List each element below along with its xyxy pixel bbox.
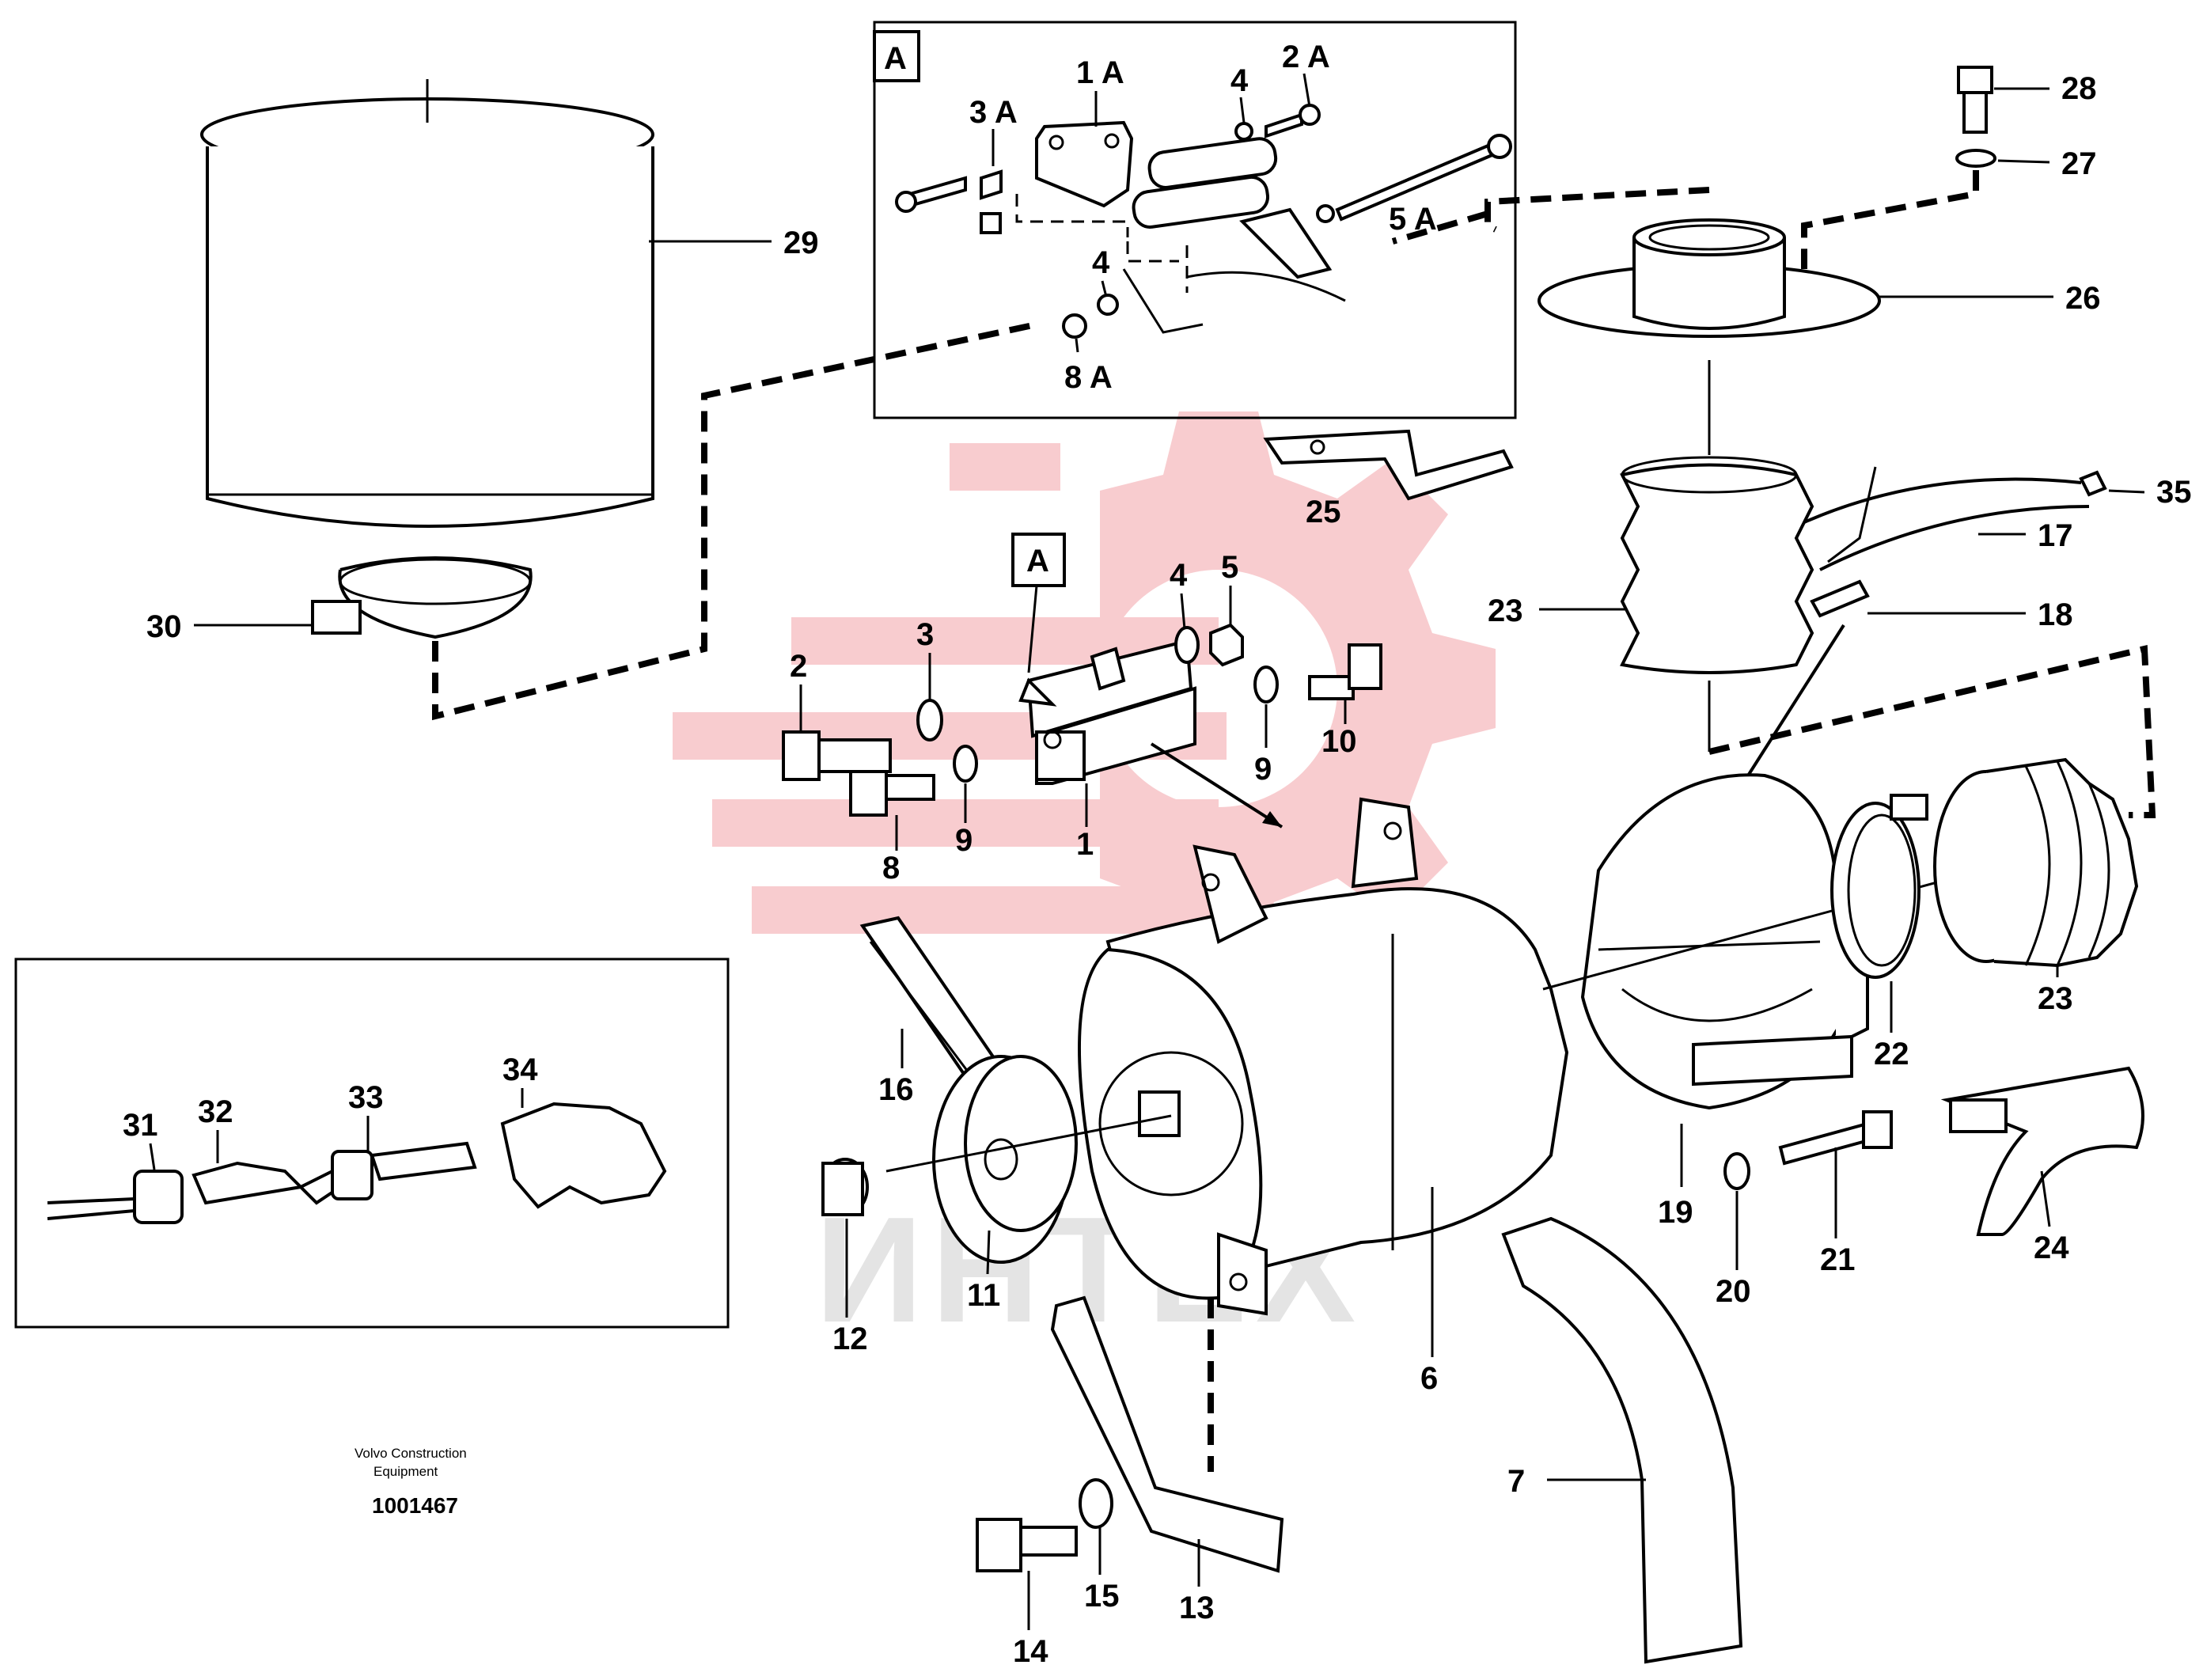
part-23-bellows-top: [1620, 456, 1814, 674]
company-line-2: Equipment: [373, 1464, 438, 1479]
part-35-clip: [2079, 470, 2107, 497]
label-15: 15: [1084, 1579, 1120, 1614]
part-24-strap: [1940, 1066, 2144, 1236]
part-7-strap: [1501, 1216, 1743, 1664]
label-32: 32: [198, 1094, 233, 1129]
part-17-cable: [1803, 466, 2090, 571]
label-6: 6: [1420, 1361, 1438, 1396]
label-18: 18: [2038, 597, 2073, 632]
connector-inset-parts: [47, 1102, 667, 1224]
label-23-right: 23: [2038, 981, 2073, 1016]
label-21: 21: [1820, 1242, 1856, 1277]
label-11: 11: [967, 1278, 1000, 1313]
part-15-washer: [1079, 1478, 1113, 1529]
label-16: 16: [878, 1072, 914, 1107]
detail-a-tag-label: A: [884, 41, 907, 76]
label-1a: 1 A: [1076, 55, 1124, 90]
label-4b: 4: [1092, 245, 1110, 280]
part-22-clamp: [1830, 794, 1928, 979]
part-11-pulley: [932, 1055, 1078, 1264]
label-25: 25: [1306, 495, 1341, 529]
part-9-washer-right: [1253, 666, 1279, 703]
part-5-nut: [1209, 623, 1244, 667]
label-4a: 4: [1230, 63, 1249, 98]
label-24: 24: [2034, 1231, 2069, 1265]
label-19: 19: [1658, 1195, 1693, 1230]
label-27: 27: [2061, 146, 2097, 181]
part-13-arm: [1050, 1295, 1284, 1573]
label-14: 14: [1013, 1634, 1048, 1669]
label-20: 20: [1716, 1274, 1751, 1309]
part-23-bellows-right: [1933, 757, 2139, 968]
part-28-bolt: [1957, 66, 1993, 134]
part-19-cover: [1580, 773, 1869, 1110]
label-4: 4: [1170, 558, 1188, 593]
part-9-washer-left: [953, 745, 978, 783]
label-13: 13: [1179, 1591, 1215, 1625]
label-10: 10: [1321, 724, 1357, 759]
label-30: 30: [146, 609, 182, 644]
label-9-right: 9: [1254, 752, 1272, 787]
label-29: 29: [783, 226, 819, 260]
part-25-bracket: [1263, 429, 1514, 501]
label-5: 5: [1221, 550, 1238, 585]
label-34: 34: [502, 1052, 538, 1087]
detail-a-tag: [873, 30, 920, 82]
label-23-top: 23: [1488, 593, 1523, 628]
part-26-collar: [1538, 218, 1881, 338]
label-2a: 2 A: [1282, 40, 1330, 74]
detail-a-frame: [873, 21, 1517, 419]
part-8-bolt: [849, 770, 935, 817]
assembly-dash-23: [1708, 644, 2156, 818]
label-9-left: 9: [955, 823, 973, 858]
part-14-bolt: [976, 1518, 1078, 1572]
connector-inset-frame: [14, 958, 730, 1329]
label-12: 12: [832, 1322, 868, 1356]
part-21-bolt: [1778, 1110, 1893, 1166]
part-29-filter: [200, 79, 654, 639]
main-a-tag-label: A: [1026, 544, 1049, 578]
label-35: 35: [2156, 475, 2192, 510]
label-2: 2: [790, 649, 807, 684]
part-3-washer: [916, 699, 943, 741]
part-6-alternator: [1078, 797, 1569, 1316]
detail-a-parts: [895, 104, 1512, 339]
part-12-spacer: [821, 1158, 869, 1216]
part-27-washer: [1955, 149, 1996, 168]
label-3a: 3 A: [969, 95, 1018, 130]
drawing-number: 1001467: [372, 1493, 458, 1518]
label-22: 22: [1874, 1037, 1909, 1071]
part-1-bracket: [1018, 639, 1196, 785]
label-7: 7: [1507, 1464, 1525, 1499]
watermark-logo: [673, 411, 1496, 965]
part-10-bolt: [1308, 643, 1382, 700]
company-line-1: Volvo Construction: [355, 1446, 467, 1461]
label-31: 31: [123, 1108, 158, 1143]
label-28: 28: [2061, 71, 2097, 106]
label-33: 33: [348, 1080, 384, 1115]
label-1: 1: [1076, 827, 1094, 862]
part-4-washer: [1174, 626, 1200, 664]
label-8: 8: [882, 851, 900, 886]
assembly-dash-28: [1801, 170, 1979, 269]
label-17: 17: [2038, 518, 2073, 553]
part-16-belt: [859, 916, 1004, 1085]
part-20-washer: [1723, 1152, 1750, 1190]
label-5a: 5 A: [1389, 202, 1437, 237]
label-26: 26: [2065, 281, 2101, 316]
label-8a: 8 A: [1064, 360, 1113, 395]
main-a-tag: [1011, 533, 1066, 587]
part-18-cable-tie: [1810, 579, 1870, 618]
part-2-bolt: [782, 730, 892, 781]
assembly-dash-29: [432, 321, 1037, 721]
label-3: 3: [916, 617, 934, 652]
